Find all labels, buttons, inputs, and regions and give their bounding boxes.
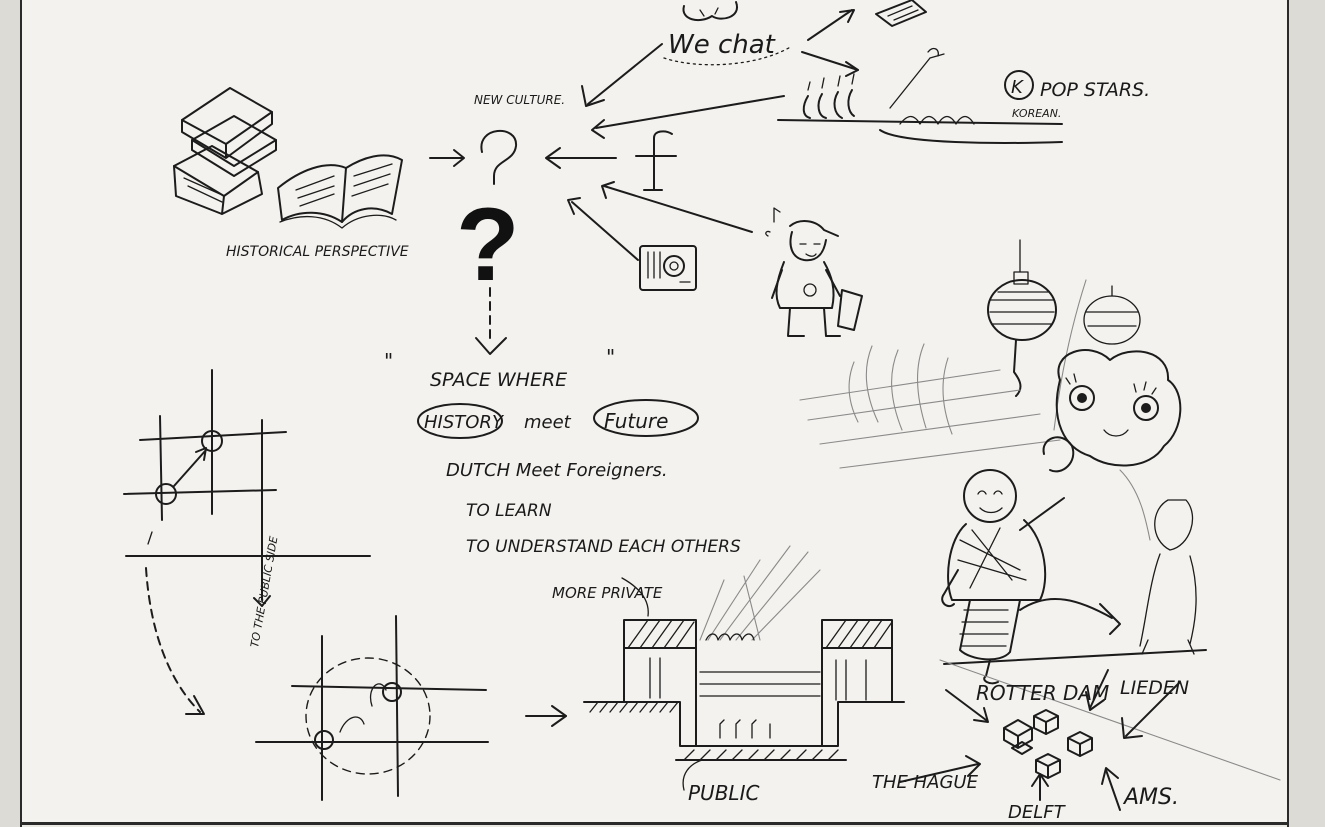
stacked-books-icon bbox=[173, 87, 277, 215]
frame-left bbox=[20, 0, 22, 827]
meet-label: meet bbox=[524, 412, 572, 433]
arrow-leiden-a bbox=[1089, 669, 1109, 709]
arrowhead bbox=[551, 705, 567, 727]
sketched-question-mark bbox=[480, 130, 518, 185]
public-pointer bbox=[682, 759, 703, 791]
private-pointer bbox=[621, 577, 649, 617]
arrowhead bbox=[1101, 767, 1119, 785]
arrow-tourist-to-culture bbox=[603, 185, 753, 233]
historical-perspective-label: HISTORICAL PERSPECTIVE bbox=[226, 244, 409, 260]
wechat-underline bbox=[663, 45, 793, 66]
k-circle bbox=[1004, 70, 1034, 100]
money-icon bbox=[875, 0, 927, 27]
lanterns bbox=[987, 239, 1141, 397]
dashed-curve-arrow bbox=[145, 567, 201, 713]
arrow-wechat-to-money bbox=[807, 9, 853, 41]
arrowhead bbox=[1031, 773, 1049, 787]
arrow-concert-to-culture bbox=[595, 95, 785, 129]
arrow-leiden-b bbox=[1125, 681, 1181, 737]
arrowhead bbox=[601, 181, 615, 199]
left-margin bbox=[0, 0, 20, 827]
arrowhead bbox=[973, 707, 989, 723]
arrow-wechat-to-culture bbox=[587, 43, 663, 105]
tourist-figure bbox=[765, 207, 863, 337]
arrow-rotterdam bbox=[945, 689, 987, 721]
space-where-label: SPACE WHERE bbox=[430, 369, 567, 391]
public-label: PUBLIC bbox=[688, 781, 759, 805]
the-hague-label: THE HAGUE bbox=[872, 772, 979, 793]
arrowhead bbox=[1085, 691, 1105, 711]
arrow-ams bbox=[1105, 769, 1121, 811]
arrow-wechat-to-concert bbox=[801, 51, 859, 71]
right-margin bbox=[1289, 0, 1325, 827]
delft-label: DELFT bbox=[1008, 802, 1067, 823]
dutch-boy-figure bbox=[941, 469, 1121, 685]
future-label: Future bbox=[604, 409, 668, 433]
dutch-meet-foreigners-label: DUTCH Meet Foreigners. bbox=[446, 460, 668, 481]
to-the-public-side-label: TO THE PUBLIC SIDE bbox=[248, 535, 280, 648]
arrowhead bbox=[453, 149, 465, 167]
kpop-stars-label: POP STARS. bbox=[1040, 79, 1150, 101]
frame-bottom bbox=[20, 822, 1289, 825]
question-mark: ? bbox=[456, 187, 520, 303]
arrowhead bbox=[185, 695, 205, 715]
arrowhead bbox=[475, 337, 507, 355]
facebook-icon bbox=[635, 130, 677, 191]
arrowhead bbox=[965, 755, 981, 777]
camera-icon bbox=[639, 245, 697, 291]
building-section bbox=[583, 545, 905, 761]
open-quote: " bbox=[384, 349, 393, 373]
ground-line bbox=[943, 649, 1207, 665]
future-circle bbox=[593, 399, 699, 437]
frame-right bbox=[1287, 0, 1289, 827]
arrowhead bbox=[845, 61, 859, 77]
rotterdam-label: ROTTER DAM bbox=[976, 681, 1109, 705]
korean-label: KOREAN. bbox=[1012, 107, 1061, 120]
arrowhead bbox=[581, 85, 605, 107]
city-blocks-cluster bbox=[1003, 709, 1093, 779]
leiden-label: LIEDEN bbox=[1120, 677, 1189, 699]
girl-figure bbox=[1119, 469, 1197, 655]
arrowhead bbox=[839, 9, 855, 23]
ams-label: AMS. bbox=[1122, 785, 1179, 810]
grid-diagram-bottom bbox=[255, 615, 489, 801]
concert-stage-icon bbox=[777, 47, 1063, 144]
arrowhead bbox=[567, 197, 581, 215]
to-learn-label: TO LEARN bbox=[466, 501, 552, 521]
wechat-label: We chat bbox=[668, 30, 776, 60]
wechat-icon bbox=[682, 1, 739, 22]
arrowhead bbox=[591, 119, 605, 139]
arrow-camera-to-culture bbox=[571, 201, 639, 261]
more-private-label: MORE PRIVATE bbox=[552, 584, 663, 602]
arrowhead bbox=[253, 595, 271, 607]
kpop-k: K bbox=[1011, 77, 1024, 98]
close-quote: " bbox=[606, 345, 615, 369]
arrowhead bbox=[545, 147, 561, 169]
grid-diagram-top bbox=[123, 369, 371, 601]
map-line-pencil bbox=[939, 659, 1281, 781]
mascot-character bbox=[1042, 349, 1182, 473]
history-circle bbox=[417, 403, 503, 439]
new-culture-label: NEW CULTURE. bbox=[474, 93, 565, 107]
to-understand-label: TO UNDERSTAND EACH OTHERS bbox=[466, 537, 741, 557]
arrow-hague bbox=[899, 763, 979, 783]
history-label: HISTORY bbox=[424, 412, 505, 433]
arrowhead bbox=[1121, 717, 1143, 739]
open-book-icon bbox=[277, 154, 403, 229]
crowd-sketch bbox=[799, 279, 1087, 469]
